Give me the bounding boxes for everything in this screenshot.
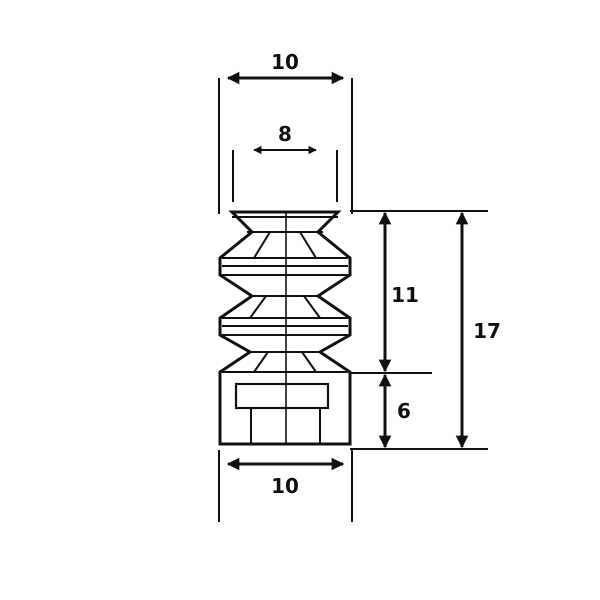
bellows-suction-cup [218, 210, 352, 446]
dim-label-top-outer: 10 [271, 50, 299, 74]
base-slot [234, 382, 330, 410]
dimension-labels: 10 8 11 17 6 10 [271, 50, 501, 498]
dimension-arrows [226, 71, 469, 471]
dim-label-base: 6 [397, 399, 411, 423]
dim-label-top-inner: 8 [278, 122, 292, 146]
dim-label-bellows: 11 [391, 283, 419, 307]
extension-lines [218, 78, 488, 522]
dim-label-total: 17 [473, 319, 501, 343]
bellows-fold-lines [222, 216, 348, 373]
bellows-inner-cone-lines [249, 231, 321, 373]
bellows-outline [218, 210, 352, 446]
dim-label-bottom: 10 [271, 474, 299, 498]
